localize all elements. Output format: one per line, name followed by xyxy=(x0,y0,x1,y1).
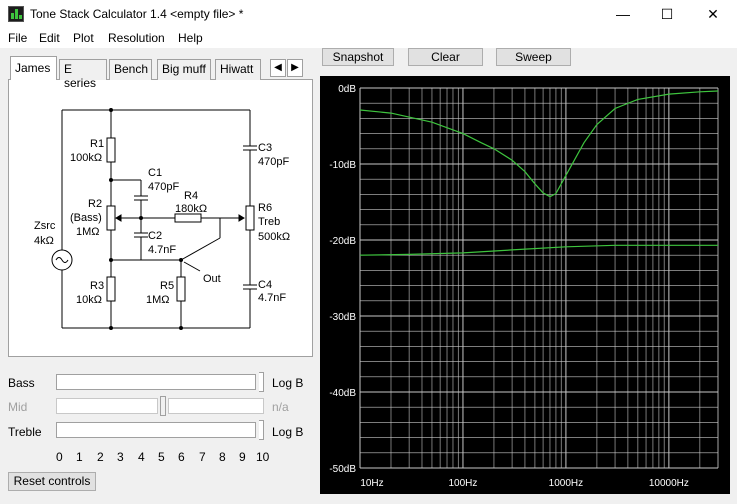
scale-tick-4: 4 xyxy=(138,450,145,464)
reset-controls-button[interactable]: Reset controls xyxy=(8,472,96,491)
x-tick-label: 1000Hz xyxy=(549,478,583,489)
bass-slider-thumb[interactable] xyxy=(259,372,264,392)
r3-name: R3 xyxy=(90,280,104,292)
r6-name: R6 xyxy=(258,202,272,214)
bass-slider[interactable] xyxy=(56,374,256,390)
scale-tick-2: 2 xyxy=(97,450,104,464)
mid-mode: n/a xyxy=(272,400,289,414)
maximize-button[interactable]: ☐ xyxy=(660,6,674,22)
zsrc-value: 4kΩ xyxy=(34,235,54,247)
r4-name: R4 xyxy=(184,190,198,202)
x-tick-label: 10000Hz xyxy=(649,478,689,489)
menu-file[interactable]: File xyxy=(8,31,28,45)
menu-edit[interactable]: Edit xyxy=(39,31,60,45)
plot-grid xyxy=(359,87,719,469)
c3-name: C3 xyxy=(258,142,272,154)
tab-big-muff[interactable]: Big muff xyxy=(157,59,211,80)
c2-name: C2 xyxy=(148,230,162,242)
r6-value: 500kΩ xyxy=(258,231,290,243)
tab-james[interactable]: James xyxy=(10,56,57,80)
menu-bar xyxy=(0,28,737,48)
scale-tick-5: 5 xyxy=(158,450,165,464)
mid-slider-thumb xyxy=(160,396,166,416)
r1-name: R1 xyxy=(90,138,104,150)
r2-value: 1MΩ xyxy=(76,226,100,238)
scale-tick-9: 9 xyxy=(239,450,246,464)
response-curve-1 xyxy=(359,90,719,198)
r6-role: Treb xyxy=(258,216,280,228)
tab-hiwatt[interactable]: Hiwatt xyxy=(215,59,261,80)
r5-name: R5 xyxy=(160,280,174,292)
treble-mode[interactable]: Log B xyxy=(272,425,304,439)
x-tick-label: 100Hz xyxy=(449,478,478,489)
y-tick-label: -40dB xyxy=(329,388,356,399)
app-icon xyxy=(8,6,24,22)
scale-tick-8: 8 xyxy=(219,450,226,464)
snapshot-button[interactable]: Snapshot xyxy=(322,48,394,66)
x-tick-label: 10Hz xyxy=(360,478,383,489)
tab-bench[interactable]: Bench xyxy=(109,59,152,80)
window-title: Tone Stack Calculator 1.4 <empty file> * xyxy=(30,7,244,21)
mid-slider-right xyxy=(168,398,264,414)
scale-tick-7: 7 xyxy=(199,450,206,464)
y-tick-label: -10dB xyxy=(329,160,356,171)
r4-value: 180kΩ xyxy=(175,203,207,215)
c1-name: C1 xyxy=(148,167,162,179)
mid-slider-left xyxy=(56,398,158,414)
y-tick-label: -20dB xyxy=(329,236,356,247)
r3-value: 10kΩ xyxy=(76,294,102,306)
y-tick-label: 0dB xyxy=(338,84,356,95)
response-curve-2 xyxy=(359,244,718,256)
scale-tick-0: 0 xyxy=(56,450,63,464)
treble-slider[interactable] xyxy=(56,422,256,438)
frequency-response-plot[interactable]: 0dB -10dB -20dB -30dB -40dB -50dB 10Hz 100Hz 100… xyxy=(320,76,730,494)
c3-value: 470pF xyxy=(258,156,289,168)
tab-scroll-right-button[interactable]: ▶ xyxy=(287,59,303,77)
sweep-button[interactable]: Sweep xyxy=(496,48,571,66)
bass-mode[interactable]: Log B xyxy=(272,376,304,390)
plot-curves xyxy=(359,90,719,256)
scale-tick-6: 6 xyxy=(178,450,185,464)
schematic: R1 100kΩ C1 470pF R2 (Bass) 1MΩ R4 180kΩ… xyxy=(20,88,293,352)
minimize-button[interactable]: — xyxy=(616,6,630,22)
r1-value: 100kΩ xyxy=(70,152,102,164)
tab-e-series[interactable]: E series xyxy=(59,59,107,90)
plot-axis-labels: 0dB -10dB -20dB -30dB -40dB -50dB 10Hz 100Hz 100… xyxy=(329,84,689,489)
c1-value: 470pF xyxy=(148,181,179,193)
menu-help[interactable]: Help xyxy=(178,31,203,45)
y-tick-label: -30dB xyxy=(329,312,356,323)
bass-label: Bass xyxy=(8,376,35,390)
zsrc-name: Zsrc xyxy=(34,220,56,232)
c4-value: 4.7nF xyxy=(258,292,286,304)
title-bar[interactable] xyxy=(0,0,737,28)
y-tick-label: -50dB xyxy=(329,464,356,475)
out-label: Out xyxy=(203,273,221,285)
treble-slider-thumb[interactable] xyxy=(259,420,264,440)
close-button[interactable]: ✕ xyxy=(707,6,719,22)
c4-name: C4 xyxy=(258,279,272,291)
r2-name: R2 xyxy=(88,198,102,210)
r5-value: 1MΩ xyxy=(146,294,170,306)
menu-plot[interactable]: Plot xyxy=(73,31,94,45)
menu-resolution[interactable]: Resolution xyxy=(108,31,165,45)
c2-value: 4.7nF xyxy=(148,244,176,256)
scale-tick-3: 3 xyxy=(117,450,124,464)
treble-label: Treble xyxy=(8,425,42,439)
r2-role: (Bass) xyxy=(70,212,102,224)
clear-button[interactable]: Clear xyxy=(408,48,483,66)
tab-scroll-left-button[interactable]: ◀ xyxy=(270,59,286,77)
mid-label: Mid xyxy=(8,400,28,414)
scale-tick-10: 10 xyxy=(256,450,270,464)
scale-tick-1: 1 xyxy=(76,450,83,464)
